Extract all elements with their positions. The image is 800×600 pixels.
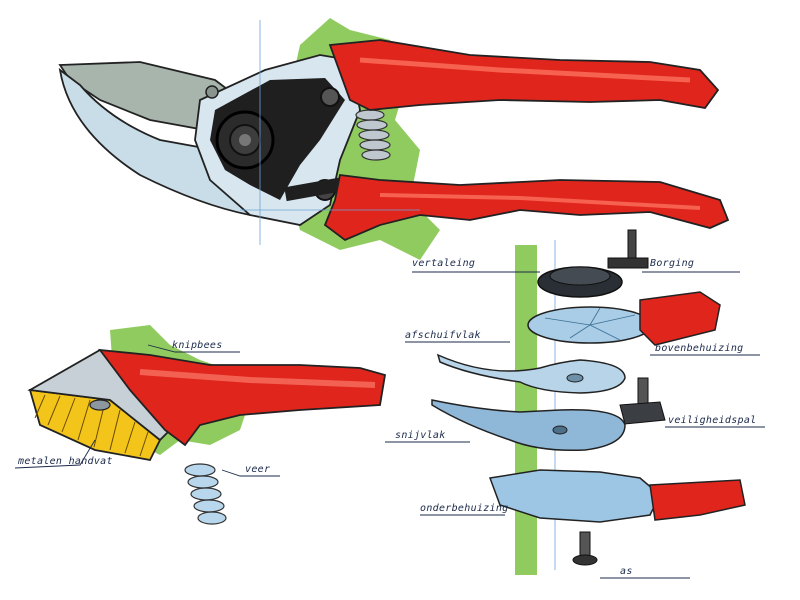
exploded-view-drawing	[385, 229, 765, 579]
assembled-pruner-drawing	[58, 18, 730, 260]
label-onderbehuizing: onderbehuizing	[420, 503, 509, 514]
label-veer: veer	[245, 464, 271, 475]
axle-bolt-part	[579, 531, 591, 559]
handle-slot	[89, 399, 111, 411]
grip-highlight	[139, 369, 376, 388]
locking-pin-part	[627, 229, 637, 261]
safety-catch-lever	[284, 176, 346, 202]
label-veiligheidspal: veiligheidspal	[668, 415, 757, 426]
label-vertaling: vertaleing	[412, 258, 476, 269]
spring-coil	[355, 109, 391, 161]
label-borging: Borging	[650, 258, 695, 269]
upper-red-handle	[328, 39, 720, 111]
top-bolt	[320, 87, 340, 107]
loose-spring	[184, 463, 227, 525]
lower-handle-highlight	[379, 193, 701, 210]
cutting-blade-hole	[552, 425, 568, 435]
black-mechanism-plate	[210, 78, 345, 200]
shear-blade-part	[436, 353, 626, 394]
axle-bolt-head	[572, 554, 598, 566]
label-afschuifvlak: afschuifvlak	[405, 330, 481, 341]
label-as: as	[620, 566, 633, 577]
green-axis-band	[515, 245, 537, 575]
gear-nut-top	[549, 266, 611, 286]
safety-catch-part	[637, 377, 649, 405]
label-snijvlak: snijvlak	[395, 430, 446, 441]
disc-spokes	[544, 307, 636, 341]
blade-rivet	[205, 85, 219, 99]
label-metalen-handvat: metalen handvat	[18, 456, 113, 467]
lower-red-handle	[323, 174, 730, 242]
cutting-blade-part	[431, 399, 626, 452]
gear-center	[239, 134, 251, 146]
leader-knipbek	[147, 344, 240, 353]
lower-housing-handle	[649, 479, 746, 521]
handle-detail-drawing	[14, 325, 387, 525]
locking-pin-bar	[607, 257, 649, 269]
safety-catch-wing	[619, 401, 666, 425]
leader-metalen-handvat	[14, 439, 96, 469]
label-knipbek: knipbees	[172, 340, 223, 351]
upper-handle-highlight	[359, 57, 691, 83]
label-bovenbehuizing: bovenbehuizing	[655, 343, 744, 354]
upper-housing-handle	[639, 291, 721, 346]
leader-veer	[221, 469, 280, 477]
shear-blade-hole	[566, 373, 584, 383]
